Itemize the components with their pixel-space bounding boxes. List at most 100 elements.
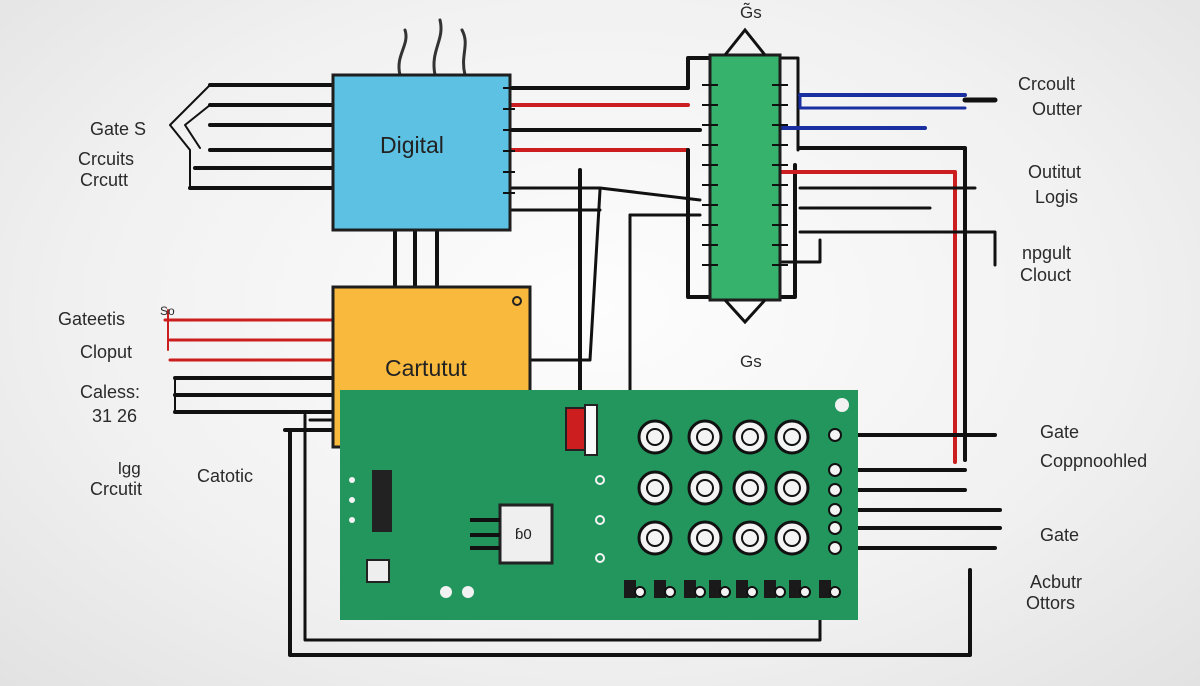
board-switch [764,580,776,598]
knob [687,470,723,506]
knob-inner [646,529,664,547]
board-switch-pad [799,586,811,598]
wire-outer-loop [288,428,972,657]
board-white-component [584,404,598,456]
knob [687,520,723,556]
output-connector [828,541,842,555]
output-connector [828,503,842,517]
board-switch-pad [664,586,676,598]
label-caless: Caless: [80,382,141,402]
top-center-label: G̃s [740,3,762,22]
board-via [595,553,605,563]
board-chip-label: ɓ0 [515,526,532,543]
board-resistor [372,470,392,532]
board-hole [835,398,849,412]
wire-black [798,230,997,267]
wire-black [768,238,822,264]
board-via [349,517,355,523]
cartutut-block-label: Cartutut [385,355,467,381]
board-switch-pad [774,586,786,598]
label-crcoult: Crcoult [1018,74,1076,94]
board-switch-pad [634,586,646,598]
board-switch [819,580,831,598]
digital-block-label: Digital [380,132,444,158]
board-pad [366,559,390,583]
knob [732,419,768,455]
wire-red [758,170,957,464]
knob [637,520,673,556]
output-connector [828,483,842,497]
label-gate-1: Gate [1040,422,1080,442]
label-gateetis: Gateetis [58,309,126,329]
board-switch [654,580,666,598]
label-coppnoohled: Coppnoohled [1040,451,1148,471]
label-lgg: lgg [118,459,141,478]
knob-inner [696,529,714,547]
board-switch-pad [746,586,758,598]
board-switch-pad [829,586,841,598]
label-gate-2: Gate [1040,525,1080,545]
board-switch [789,580,801,598]
wire-right-long [798,146,967,462]
cartutut-screw [512,296,522,306]
wire-squiggle [460,28,467,77]
knob [637,419,673,455]
knob-inner [646,428,664,446]
wire-gate-s-bracket [169,84,211,189]
label-outter: Outter [1032,99,1083,119]
board-switch [709,580,721,598]
label-outitut: Outitut [1028,162,1082,182]
knob-inner [783,529,801,547]
knob [774,520,810,556]
label-npgult: npgult [1022,243,1072,263]
board-chip-pins [470,518,500,550]
knob-inner [783,428,801,446]
label-logis: Logis [1035,187,1079,207]
knob-inner [741,479,759,497]
knob [637,470,673,506]
bottom-center-label: Gs [740,352,762,371]
wire-black [508,56,712,90]
wire-squiggle [432,18,443,77]
label-crcutit: Crcutit [90,479,143,499]
chip-top-notch [723,27,767,56]
board-via [595,515,605,525]
knob [774,419,810,455]
knob [687,419,723,455]
label-clouct: Clouct [1020,265,1072,285]
board-switch-pad [719,586,731,598]
knob [732,470,768,506]
knob-inner [646,479,664,497]
chip-bottom-notch [723,298,767,325]
knob [774,470,810,506]
label-acbutr: Acbutr [1030,572,1083,592]
knob-inner [696,479,714,497]
board-chip [498,503,554,565]
board-hole [462,586,474,598]
output-connector [828,428,842,442]
board-switch [624,580,636,598]
board-switch [736,580,748,598]
label-31-26: 31 26 [92,406,138,426]
knob-inner [741,529,759,547]
board-via [595,475,605,485]
digital-block [331,73,512,232]
board-via [349,497,355,503]
output-connector [828,521,842,535]
label-gate-s: Gate S [90,119,147,139]
board-switch-pad [694,586,706,598]
output-connector [828,463,842,477]
green-chip [708,53,782,302]
label-catotic: Catotic [197,466,254,486]
wire-down [528,188,602,397]
board-red-component [565,407,587,451]
knob [732,520,768,556]
board-via [349,477,355,483]
label-so: So [160,304,175,318]
board-switch [684,580,696,598]
board-hole [440,586,452,598]
wire-gate-s-bracket [184,104,211,149]
wire-blue [798,93,967,110]
label-crcutt: Crcutt [80,170,129,190]
